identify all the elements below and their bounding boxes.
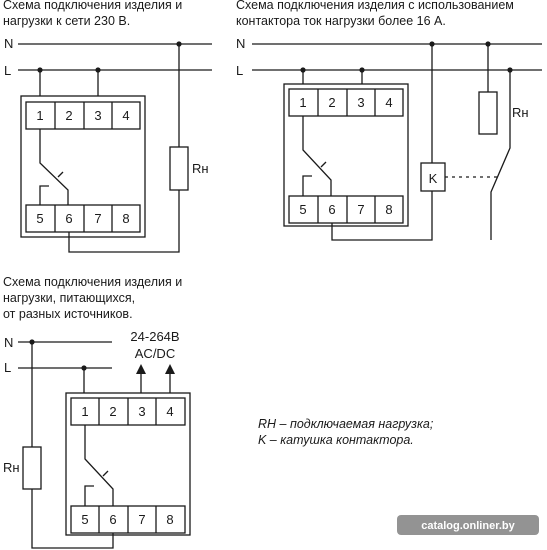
diagram-2: Схема подключения изделия с использовани… xyxy=(236,0,542,241)
watermark-text: catalog.onliner.by xyxy=(421,520,515,532)
diagram-2-terminal-5: 5 xyxy=(299,202,306,217)
diagram-3-load-resistor xyxy=(22,446,42,490)
legend: RH – подключаемая нагрузка; K – катушка … xyxy=(258,417,434,447)
diagram-1-l-label: L xyxy=(4,63,11,78)
diagram-1-terminal-4: 4 xyxy=(122,108,129,123)
diagram-1-bottom-terminal-block xyxy=(25,204,141,233)
diagram-3-l-label: L xyxy=(4,360,11,375)
diagram-2-coil-return-wire xyxy=(331,191,433,241)
diagram-2-coil-label: K xyxy=(429,171,438,186)
watermark-background xyxy=(397,515,539,535)
diagram-2-bottom-terminal-block xyxy=(288,195,404,224)
diagram-3-caption-line-1: Схема подключения изделия и xyxy=(3,275,182,289)
legend-coil-note: K – катушка контактора. xyxy=(258,433,414,447)
diagram-2-terminal-2: 2 xyxy=(328,95,335,110)
diagram-3-supply-voltage: 24-264В xyxy=(130,329,179,344)
diagram-3: Схема подключения изделия и нагрузки, пи… xyxy=(3,275,191,549)
diagram-3-terminal-1: 1 xyxy=(81,404,88,419)
legend-load-note: RH – подключаемая нагрузка; xyxy=(258,417,434,431)
diagram-1-terminal-1: 1 xyxy=(36,108,43,123)
diagram-1-load-return-wire xyxy=(68,190,180,253)
diagram-2-junction xyxy=(429,41,435,47)
diagram-2-junction xyxy=(300,67,306,73)
diagram-2-junction xyxy=(507,67,513,73)
diagram-2-terminal-1: 1 xyxy=(299,95,306,110)
diagram-1-caption-line-1: Схема подключения изделия и xyxy=(3,0,182,12)
diagram-2-terminal-6: 6 xyxy=(328,202,335,217)
diagram-3-terminal-7: 7 xyxy=(138,512,145,527)
diagram-1-terminal-8: 8 xyxy=(122,211,129,226)
diagram-2-relay-contact xyxy=(302,116,332,196)
diagram-3-terminal-6: 6 xyxy=(109,512,116,527)
diagram-1-terminal-6: 6 xyxy=(65,211,72,226)
diagram-2-terminal-4: 4 xyxy=(385,95,392,110)
diagram-3-junction xyxy=(29,339,35,345)
diagram-3-terminal-5: 5 xyxy=(81,512,88,527)
diagram-3-terminal-4: 4 xyxy=(166,404,173,419)
diagram-1-load-resistor xyxy=(169,146,189,191)
diagram-2-contactor-switch xyxy=(490,70,511,240)
diagram-1-terminal-2: 2 xyxy=(65,108,72,123)
diagram-1-junction xyxy=(176,41,182,47)
diagram-3-relay-contact xyxy=(84,425,114,506)
diagram-3-supply-type: AC/DC xyxy=(135,346,175,361)
diagram-3-terminal-8: 8 xyxy=(166,512,173,527)
diagram-1-top-terminal-block xyxy=(25,101,141,130)
diagram-2-junction xyxy=(359,67,365,73)
diagram-3-load-return-wire xyxy=(31,489,114,549)
diagram-2-caption-line-2: контактора ток нагрузки более 16 А. xyxy=(236,14,446,28)
diagram-2-junction xyxy=(485,41,491,47)
diagram-1: Схема подключения изделия и нагрузки к с… xyxy=(3,0,212,253)
diagram-1-relay-contact xyxy=(39,129,69,205)
diagram-3-supply-arrow-icon xyxy=(136,364,146,374)
diagram-3-caption-line-3: от разных источников. xyxy=(3,307,133,321)
diagram-1-terminal-7: 7 xyxy=(94,211,101,226)
watermark: catalog.onliner.by xyxy=(397,515,539,535)
diagram-3-terminal-3: 3 xyxy=(138,404,145,419)
diagram-3-n-label: N xyxy=(4,335,13,350)
diagram-1-junction xyxy=(95,67,101,73)
diagram-3-junction xyxy=(81,365,87,371)
diagram-3-supply-arrow-icon xyxy=(165,364,175,374)
diagram-2-load-label: Rн xyxy=(512,105,529,120)
diagram-1-n-label: N xyxy=(4,36,13,51)
diagram-3-load-label: Rн xyxy=(3,460,20,475)
diagram-1-terminal-5: 5 xyxy=(36,211,43,226)
diagram-1-caption-line-2: нагрузки к сети 230 В. xyxy=(3,14,130,28)
diagram-2-l-label: L xyxy=(236,63,243,78)
diagram-2-terminal-8: 8 xyxy=(385,202,392,217)
diagram-2-n-label: N xyxy=(236,36,245,51)
diagram-1-load-label: Rн xyxy=(192,161,209,176)
diagram-3-terminal-2: 2 xyxy=(109,404,116,419)
diagram-2-terminal-3: 3 xyxy=(357,95,364,110)
diagram-3-caption-line-2: нагрузки, питающихся, xyxy=(3,291,135,305)
diagram-2-load-resistor xyxy=(478,91,498,135)
diagram-1-terminal-3: 3 xyxy=(94,108,101,123)
diagram-2-top-terminal-block xyxy=(288,88,404,117)
diagram-2-terminal-7: 7 xyxy=(357,202,364,217)
diagram-2-caption-line-1: Схема подключения изделия с использовани… xyxy=(236,0,514,12)
diagram-1-junction xyxy=(37,67,43,73)
